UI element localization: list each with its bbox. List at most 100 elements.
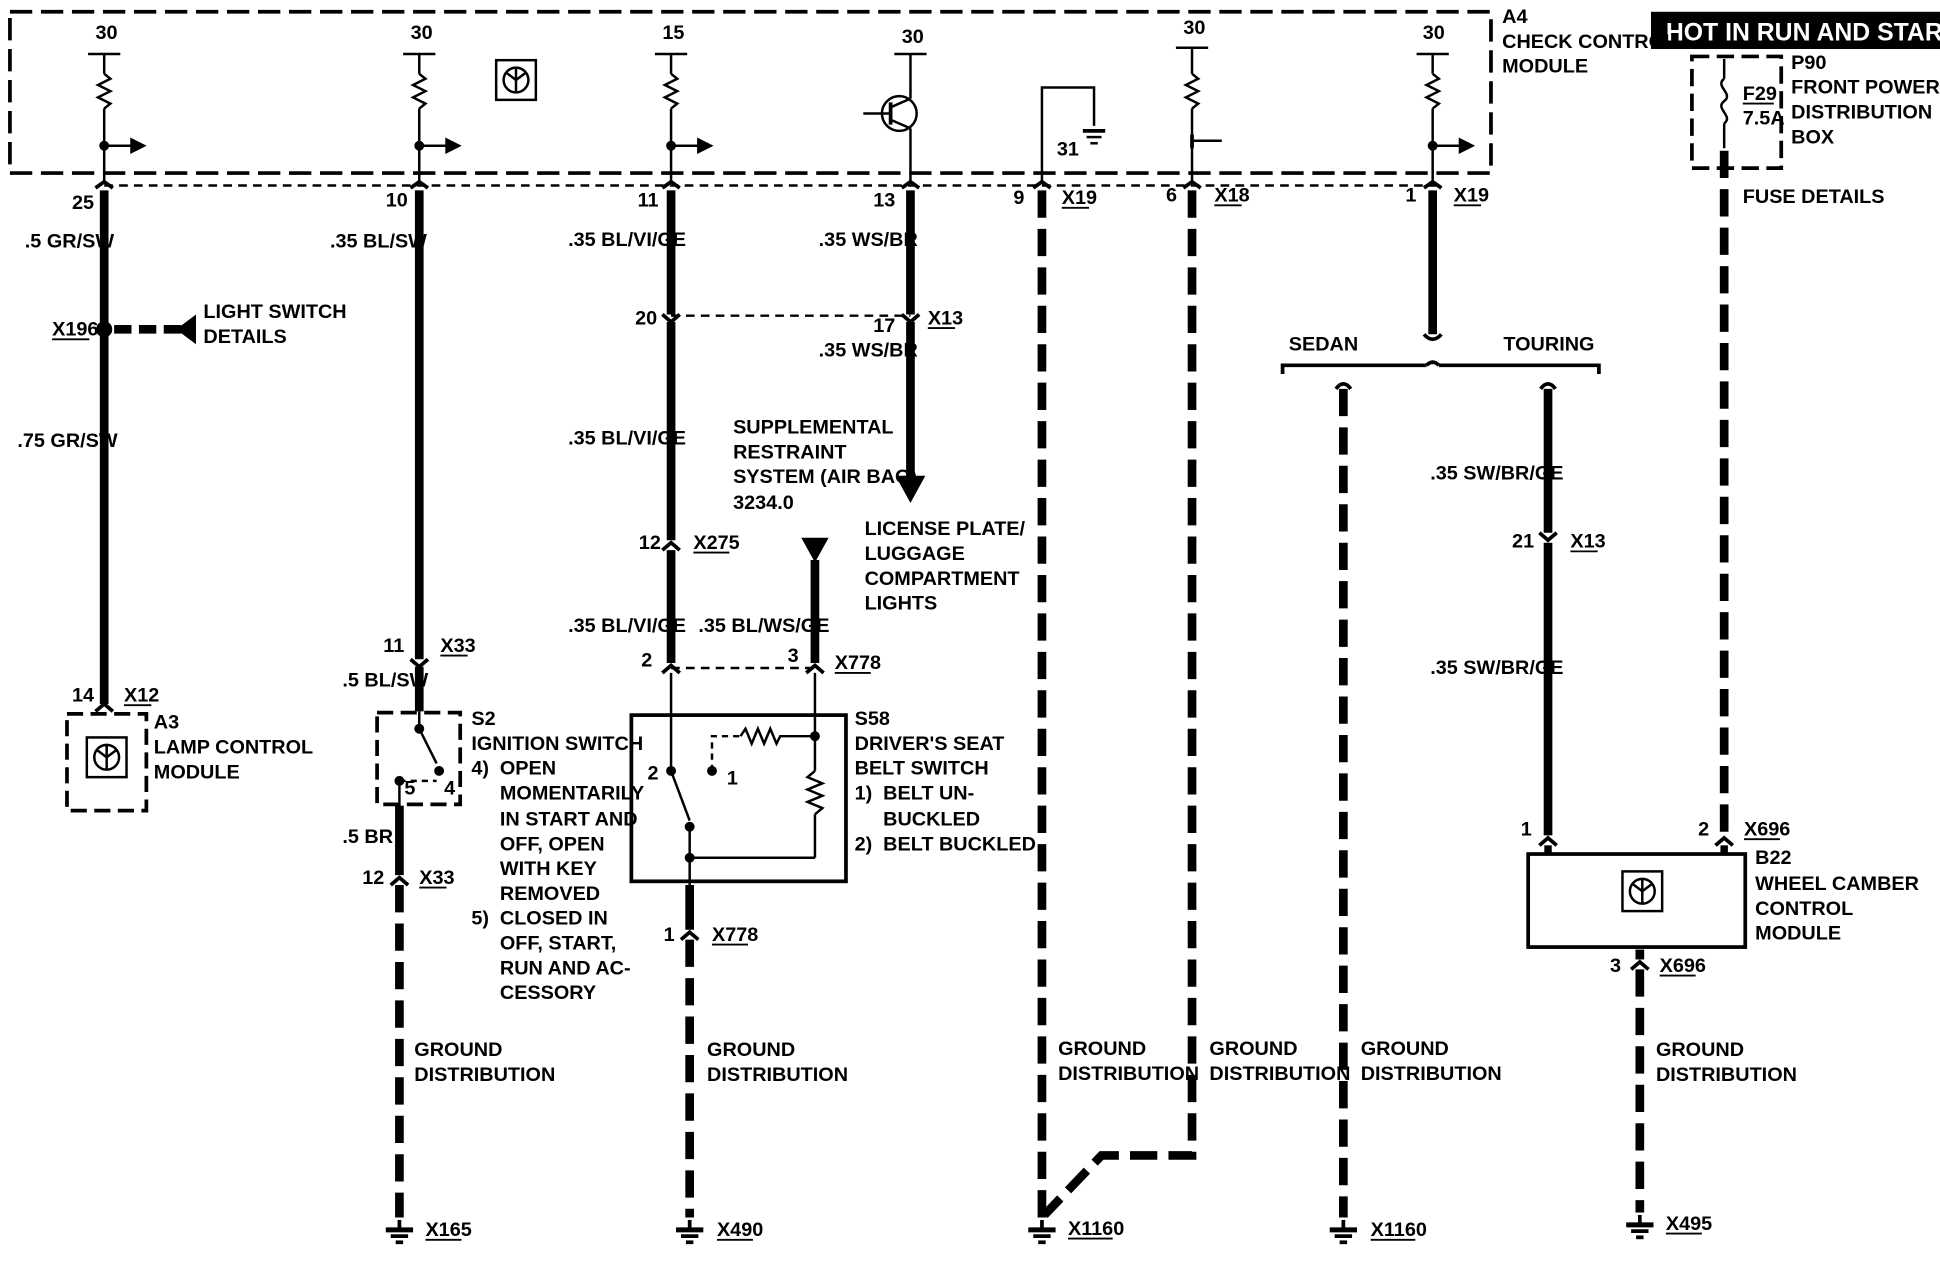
ground-label: DISTRIBUTION	[1656, 1064, 1797, 1086]
light-switch-arrow	[176, 314, 196, 345]
light-switch-line2: DETAILS	[203, 326, 286, 348]
c2-pin: 10	[386, 190, 408, 212]
c1-pin: 25	[72, 192, 94, 214]
lamp-control-module: A3 LAMP CONTROL MODULE	[65, 712, 313, 813]
c3-pin: 11	[638, 190, 659, 212]
ground-icon	[676, 1220, 703, 1242]
a3-ref: A3	[154, 712, 179, 734]
license-label: LIGHTS	[865, 593, 938, 615]
p90-line3: BOX	[1791, 126, 1835, 148]
header-title: HOT IN RUN AND START	[1666, 19, 1940, 46]
s58-line1: DRIVER'S SEAT	[855, 733, 1005, 755]
fuse-details-link: FUSE DETAILS	[1743, 186, 1885, 208]
p90-line2: DISTRIBUTION	[1791, 101, 1932, 123]
c1-wire1: .5 GR/SW	[25, 230, 115, 252]
fuse-ref: F29	[1743, 83, 1777, 105]
circuit-4-labels: 13 .35 WS/BR 17 X13 .35 WS/BR SUPPLEMENT…	[733, 190, 963, 515]
circuit-2-labels: 10 .35 BL/SW 11 X33 .5 BL/SW .5 BR 12 X3…	[330, 190, 555, 1242]
b22-line1: WHEEL CAMBER	[1755, 873, 1919, 895]
s2-note5-number: 5)	[471, 908, 489, 930]
ground-label: DISTRIBUTION	[707, 1064, 848, 1086]
c6-pin: 6	[1166, 185, 1177, 207]
c2-connector3: X33	[419, 867, 454, 889]
seat-belt-switch: 2 1	[629, 672, 848, 886]
c4-connector2: X13	[928, 307, 963, 329]
s2-note4-line: OFF, OPEN	[500, 833, 605, 855]
arrowheads	[176, 314, 926, 563]
hot-in-run-and-start-header: HOT IN RUN AND START	[1650, 11, 1940, 50]
b22-pin1: 1	[1521, 818, 1532, 840]
c7-pin2: 21	[1512, 531, 1534, 553]
internal-terminals	[88, 46, 1476, 183]
sedan-ground-connector: X1160	[1371, 1219, 1427, 1241]
s58-line2: BELT SWITCH	[855, 758, 989, 780]
lp-pin: 3	[788, 645, 799, 667]
a4-name-line1: CHECK CONTROL	[1502, 31, 1676, 53]
license-lights-arrow	[801, 537, 829, 563]
c2-wire1: .35 BL/SW	[330, 230, 427, 252]
circuit-1-labels: 25 .5 GR/SW X196 .75 GR/SW 14 X12 LIGHT …	[17, 192, 346, 706]
s2-note4-line: OPEN	[500, 758, 556, 780]
check-control-module-box: A4 CHECK CONTROL MODULE	[8, 6, 1676, 175]
c1-end-connector: X12	[124, 684, 159, 706]
c4-wire1: .35 WS/BR	[819, 229, 918, 251]
b22-line2: CONTROL	[1755, 898, 1853, 920]
a4-ref: A4	[1502, 6, 1527, 28]
sedan-label: SEDAN	[1289, 333, 1358, 355]
circuit-6-labels: 6 X18 GROUND DISTRIBUTION	[1166, 185, 1350, 1085]
license-label: LUGGAGE	[865, 543, 965, 565]
a3-line1: LAMP CONTROL	[154, 737, 313, 759]
ground-label: GROUND	[1209, 1038, 1297, 1060]
c1-end-pin: 14	[72, 684, 94, 706]
c7-pin: 1	[1405, 185, 1416, 207]
s58-pos2: 2	[647, 763, 658, 785]
srs-arrow	[895, 475, 926, 503]
ground-icon	[1330, 1220, 1357, 1242]
seat-belt-switch-labels: S58 DRIVER'S SEAT BELT SWITCH 1) BELT UN…	[855, 708, 1036, 855]
srs-label: RESTRAINT	[733, 441, 846, 463]
p90-ref: P90	[1791, 52, 1826, 74]
s58-n2: 2)	[855, 833, 873, 855]
ground-label: GROUND	[414, 1039, 502, 1061]
module-icon	[1621, 870, 1664, 913]
s58-ref: S58	[855, 708, 890, 730]
license-label: LICENSE PLATE/	[865, 518, 1026, 540]
srs-label: 3234.0	[733, 492, 794, 514]
c7-terminal: 30	[1423, 22, 1445, 44]
c3-wire1: .35 BL/VI/GE	[568, 229, 686, 251]
b22-line3: MODULE	[1755, 923, 1841, 945]
s2-pin-5: 5	[404, 777, 415, 799]
wires	[99, 150, 1729, 1218]
s2-ref: S2	[471, 708, 495, 730]
c3-ground-pin: 1	[664, 924, 675, 946]
c2-wire2: .5 BL/SW	[342, 670, 428, 692]
ignition-switch	[375, 710, 463, 807]
s2-note5-line: OFF, START,	[500, 933, 616, 955]
c3-wire3: .35 BL/VI/GE	[568, 615, 686, 637]
c7-wire1: .35 SW/BR/GE	[1430, 462, 1563, 484]
lp-connector: X778	[835, 652, 881, 674]
terminal-labels: 30 30 15 30 31 30 30	[96, 17, 1445, 161]
p90-line1: FRONT POWER	[1791, 77, 1940, 99]
front-power-distribution-box: F29 7.5A P90 FRONT POWER DISTRIBUTION BO…	[1690, 52, 1940, 208]
license-plate-lights-labels: LICENSE PLATE/ LUGGAGE COMPARTMENT LIGHT…	[698, 518, 1025, 674]
s58-state2: BELT BUCKLED	[883, 833, 1036, 855]
b22-connector3: X696	[1660, 955, 1706, 977]
c6-terminal: 30	[1183, 17, 1205, 39]
b22-connection-labels: 1 2 X696 3 X696 GROUND DISTRIBUTION X495	[1521, 818, 1797, 1234]
connector-symbols	[94, 179, 1735, 971]
c1-wire2: .75 GR/SW	[17, 430, 118, 452]
ground-label: DISTRIBUTION	[1058, 1063, 1199, 1085]
c1-connector: X196	[52, 319, 98, 341]
c2-pin2: 11	[383, 635, 404, 657]
c4-pin: 13	[873, 190, 895, 212]
ground-label: GROUND	[1656, 1039, 1744, 1061]
s58-n1: 1)	[855, 782, 873, 804]
b22-pin3: 3	[1610, 955, 1621, 977]
lp-wire: .35 BL/WS/GE	[698, 615, 829, 637]
s2-pin-4: 4	[444, 777, 455, 799]
s58-state1a: BELT UN-	[883, 782, 974, 804]
srs-label: SUPPLEMENTAL	[733, 417, 893, 439]
